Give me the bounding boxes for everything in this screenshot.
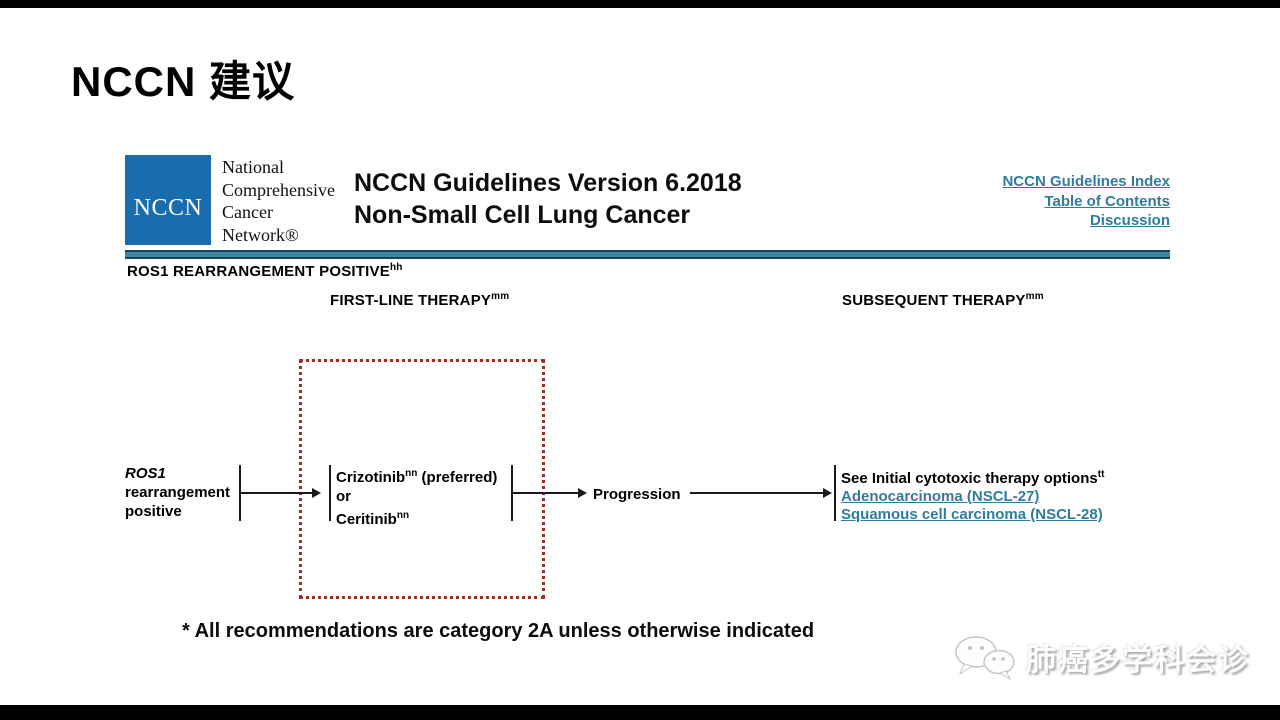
footnote-sup: hh	[389, 262, 403, 273]
node-subsequent-therapy: See Initial cytotoxic therapy optionstt …	[841, 466, 1104, 524]
header-links: NCCN Guidelines Index Table of Contents …	[1002, 172, 1170, 231]
node-ros1-line2: rearrangement	[125, 484, 231, 501]
link-adenocarcinoma-nscl-27[interactable]: Adenocarcinoma (NSCL-27)	[841, 488, 1040, 505]
watermark-text: 肺癌多学科会诊	[1026, 644, 1250, 677]
footnote-sup: mm	[1025, 291, 1044, 302]
flow-line-2	[513, 492, 578, 494]
footnote-sup: mm	[491, 291, 510, 302]
nccn-logo-text: NCCN	[133, 194, 203, 221]
highlight-dashed-box	[299, 359, 545, 599]
link-discussion[interactable]: Discussion	[1089, 212, 1170, 229]
footnote-sup: tt	[1097, 469, 1105, 480]
column-header-subsequent-therapy: SUBSEQUENT THERAPYmm	[842, 291, 1044, 309]
header-divider-rule	[125, 250, 1170, 259]
link-table-of-contents[interactable]: Table of Contents	[1044, 192, 1170, 210]
treatment-or: or	[336, 488, 351, 505]
org-line: Comprehensive	[222, 179, 335, 200]
arrow-right-icon	[823, 488, 832, 498]
link-squamous-nscl-28[interactable]: Squamous cell carcinoma (NSCL-28)	[841, 506, 1103, 523]
branch-tick-1	[239, 465, 241, 521]
org-line: National	[222, 157, 284, 177]
arrow-right-icon	[312, 488, 321, 498]
subsequent-heading: See Initial cytotoxic therapy optionstt	[841, 469, 1105, 487]
guidelines-title: NCCN Guidelines Version 6.2018 Non-Small…	[354, 167, 742, 231]
column-header-first-line-therapy: FIRST-LINE THERAPYmm	[330, 291, 510, 309]
nccn-org-name: National Comprehensive Cancer Network®	[222, 156, 335, 246]
treatment-line2: Ceritinibnn	[336, 510, 410, 528]
flow-line-3	[690, 492, 823, 494]
nccn-logo: NCCN	[125, 155, 211, 245]
org-line: Cancer	[222, 202, 273, 222]
treatment-line1: Crizotinibnn (preferred)	[336, 468, 498, 486]
org-line: Network®	[222, 224, 299, 245]
footnote-sup: nn	[396, 510, 410, 521]
node-treatment-options: Crizotinibnn (preferred) or Ceritinibnn	[336, 464, 497, 529]
node-ros1-positive: ROS1 rearrangement positive	[125, 464, 230, 521]
node-ros1-line3: positive	[125, 503, 182, 520]
branch-tick-2	[329, 465, 331, 521]
branch-tick-4	[834, 465, 836, 521]
wechat-bubbles-icon	[955, 636, 1015, 680]
flow-line-1	[241, 492, 312, 494]
guidelines-title-line2: Non-Small Cell Lung Cancer	[354, 201, 691, 229]
guidelines-title-line1: NCCN Guidelines Version 6.2018	[354, 169, 742, 197]
category-note: * All recommendations are category 2A un…	[182, 620, 815, 642]
letterbox-bottom-bar	[0, 705, 1280, 720]
node-ros1-line1: ROS1	[125, 465, 166, 482]
node-progression: Progression	[593, 486, 681, 503]
letterbox-top-bar	[0, 0, 1280, 8]
link-guidelines-index[interactable]: NCCN Guidelines Index	[1002, 173, 1170, 190]
section-label: ROS1 REARRANGEMENT POSITIVEhh	[127, 262, 403, 280]
slide-title: NCCN 建议	[71, 58, 295, 105]
footnote-sup: nn	[405, 468, 418, 479]
arrow-right-icon	[578, 488, 587, 498]
branch-tick-3	[511, 465, 513, 521]
watermark: 肺癌多学科会诊	[952, 634, 1250, 680]
